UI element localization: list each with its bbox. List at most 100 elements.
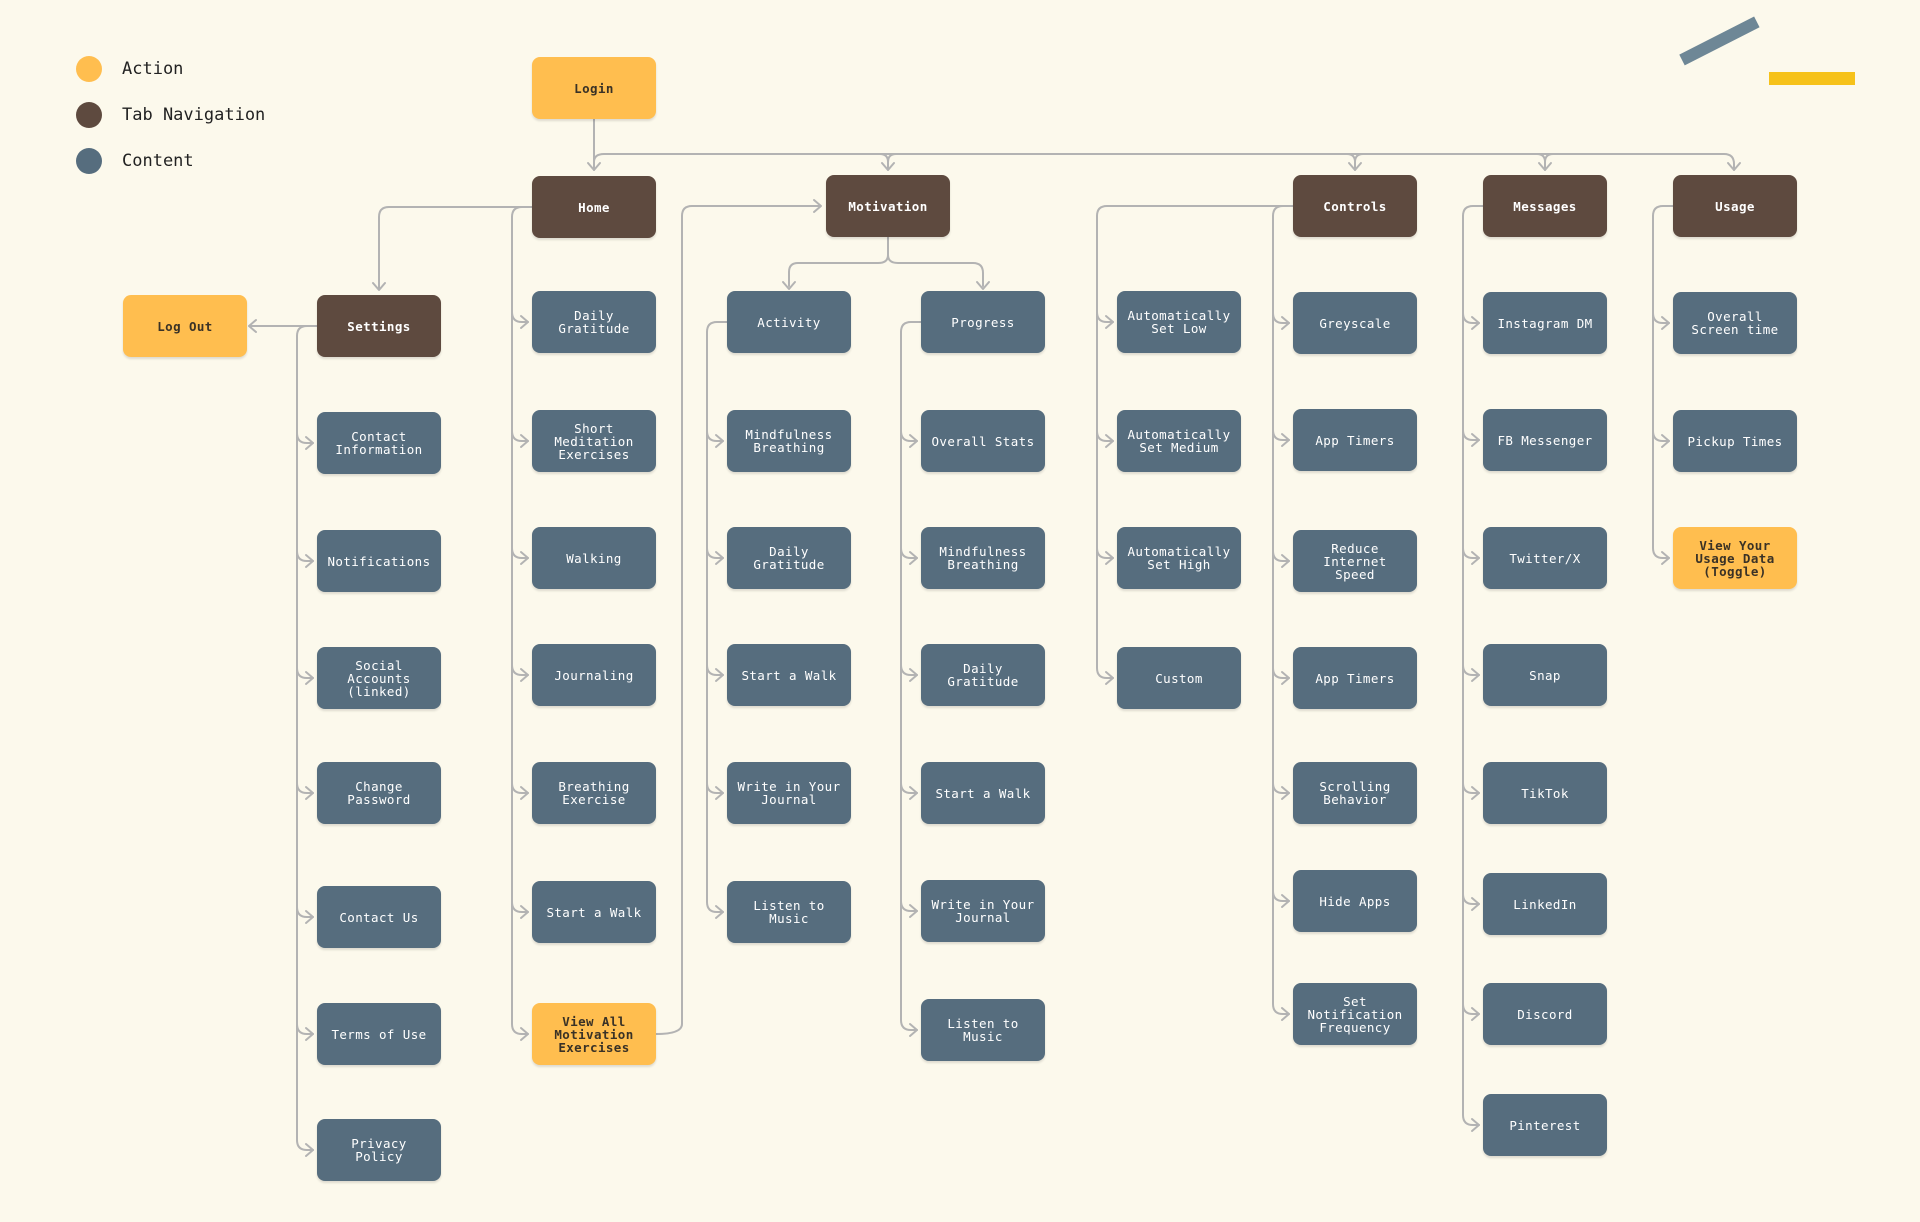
node-notifications[interactable]: Notifications (317, 530, 441, 592)
connector-usage-arrowhead (1661, 316, 1670, 330)
legend-dot-icon (76, 102, 102, 128)
node-app-timers[interactable]: App Timers (1293, 409, 1417, 471)
node-log-out[interactable]: Log Out (123, 295, 247, 357)
connector-settings-branch (296, 906, 314, 918)
node-contact-us[interactable]: Contact Us (317, 886, 441, 948)
connector-settings-arrowhead (305, 671, 314, 685)
node-pinterest[interactable]: Pinterest (1483, 1094, 1607, 1156)
node-progress[interactable]: Progress (921, 291, 1045, 353)
connector-settings-trunk-start (296, 325, 318, 337)
connector-settings-branch (296, 782, 314, 794)
node-activity-journal[interactable]: Write in Your Journal (727, 762, 851, 824)
node-privacy-policy[interactable]: Privacy Policy (317, 1119, 441, 1181)
connector-controls-arrowhead (1281, 433, 1290, 447)
node-activity-music[interactable]: Listen to Music (727, 881, 851, 943)
node-instagram-dm[interactable]: Instagram DM (1483, 292, 1607, 354)
connector-controls-trunk (1272, 215, 1290, 1015)
connector-messages-branch (1462, 429, 1480, 441)
connector-usage-branch (1652, 430, 1670, 442)
connector-top-bus (593, 153, 1735, 171)
node-pickup-times[interactable]: Pickup Times (1673, 410, 1797, 472)
node-progress-gratitude[interactable]: Daily Gratitude (921, 644, 1045, 706)
connector-messages-branch (1462, 312, 1480, 324)
connector-controls-arrowhead (1281, 1007, 1290, 1021)
connector-home-trunk (511, 216, 529, 1035)
legend-item-action: Action (76, 55, 183, 83)
node-auto-low[interactable]: Automatically Set Low (1117, 291, 1241, 353)
node-progress-journal[interactable]: Write in Your Journal (921, 880, 1045, 942)
node-usage[interactable]: Usage (1673, 175, 1797, 237)
connector-progress-arrowhead (909, 668, 918, 682)
connector-progress-branch (900, 900, 918, 912)
node-view-all-motivation[interactable]: View All Motivation Exercises (532, 1003, 656, 1065)
node-login[interactable]: Login (532, 57, 656, 119)
connector-home-trunk-start (511, 206, 533, 218)
node-social-accounts[interactable]: Social Accounts (linked) (317, 647, 441, 709)
node-scrolling-behavior[interactable]: Scrolling Behavior (1293, 762, 1417, 824)
node-twitter-x[interactable]: Twitter/X (1483, 527, 1607, 589)
connector-controls-arrowhead (1281, 894, 1290, 908)
node-breathing-exercise[interactable]: Breathing Exercise (532, 762, 656, 824)
node-walking[interactable]: Walking (532, 527, 656, 589)
node-progress-start-walk[interactable]: Start a Walk (921, 762, 1045, 824)
connector-controls-branch (1272, 312, 1290, 324)
connector-home-arrowhead (520, 551, 529, 565)
node-fb-messenger[interactable]: FB Messenger (1483, 409, 1607, 471)
connector-messages-trunk-start (1462, 205, 1484, 217)
node-view-usage-data[interactable]: View Your Usage Data (Toggle) (1673, 527, 1797, 589)
node-home-daily-gratitude[interactable]: Daily Gratitude (532, 291, 656, 353)
node-progress-mindfulness[interactable]: Mindfulness Breathing (921, 527, 1045, 589)
connector-auto-arrowhead (1105, 315, 1114, 329)
connector-home-branch (511, 430, 529, 442)
node-overall-screen-time[interactable]: Overall Screen time (1673, 292, 1797, 354)
node-greyscale[interactable]: Greyscale (1293, 292, 1417, 354)
node-snap[interactable]: Snap (1483, 644, 1607, 706)
connector-home-arrowhead (520, 905, 529, 919)
node-discord[interactable]: Discord (1483, 983, 1607, 1045)
connector-messages-arrowhead (1471, 1118, 1480, 1132)
node-home-start-walk[interactable]: Start a Walk (532, 881, 656, 943)
node-tiktok[interactable]: TikTok (1483, 762, 1607, 824)
node-app-timers-2[interactable]: App Timers (1293, 647, 1417, 709)
node-activity-mindfulness[interactable]: Mindfulness Breathing (727, 410, 851, 472)
connector-settings-branch (296, 550, 314, 562)
connector-progress-arrowhead (909, 434, 918, 448)
node-reduce-internet-speed[interactable]: Reduce Internet Speed (1293, 530, 1417, 592)
node-short-meditation[interactable]: Short Meditation Exercises (532, 410, 656, 472)
node-activity-start-walk[interactable]: Start a Walk (727, 644, 851, 706)
node-settings[interactable]: Settings (317, 295, 441, 357)
node-activity[interactable]: Activity (727, 291, 851, 353)
node-linkedin[interactable]: LinkedIn (1483, 873, 1607, 935)
node-terms-of-use[interactable]: Terms of Use (317, 1003, 441, 1065)
connector-controls-trunk-start (1272, 205, 1294, 217)
legend-item-tab-navigation: Tab Navigation (76, 101, 265, 129)
node-hide-apps[interactable]: Hide Apps (1293, 870, 1417, 932)
connector-controls-auto-start (1096, 205, 1294, 217)
arrowhead-logout (248, 319, 257, 333)
node-controls[interactable]: Controls (1293, 175, 1417, 237)
node-notification-frequency[interactable]: Set Notification Frequency (1293, 983, 1417, 1045)
node-progress-music[interactable]: Listen to Music (921, 999, 1045, 1061)
node-overall-stats[interactable]: Overall Stats (921, 410, 1045, 472)
connector-controls-branch (1272, 782, 1290, 794)
node-journaling[interactable]: Journaling (532, 644, 656, 706)
connector-auto-branch (1096, 547, 1114, 559)
connector-settings-arrowhead (305, 910, 314, 924)
connector-activity-trunk (706, 331, 724, 913)
arrowhead-settings (372, 282, 386, 291)
node-activity-gratitude[interactable]: Daily Gratitude (727, 527, 851, 589)
connector-controls-branch (1272, 429, 1290, 441)
connector-controls-arrowhead (1281, 786, 1290, 800)
connector-progress-branch (900, 430, 918, 442)
node-auto-high[interactable]: Automatically Set High (1117, 527, 1241, 589)
node-home[interactable]: Home (532, 176, 656, 238)
connector-messages-branch (1462, 664, 1480, 676)
node-change-password[interactable]: Change Password (317, 762, 441, 824)
node-contact-information[interactable]: Contact Information (317, 412, 441, 474)
connector-motivation-activity (788, 236, 889, 287)
node-motivation[interactable]: Motivation (826, 175, 950, 237)
node-auto-medium[interactable]: Automatically Set Medium (1117, 410, 1241, 472)
node-custom[interactable]: Custom (1117, 647, 1241, 709)
node-messages[interactable]: Messages (1483, 175, 1607, 237)
